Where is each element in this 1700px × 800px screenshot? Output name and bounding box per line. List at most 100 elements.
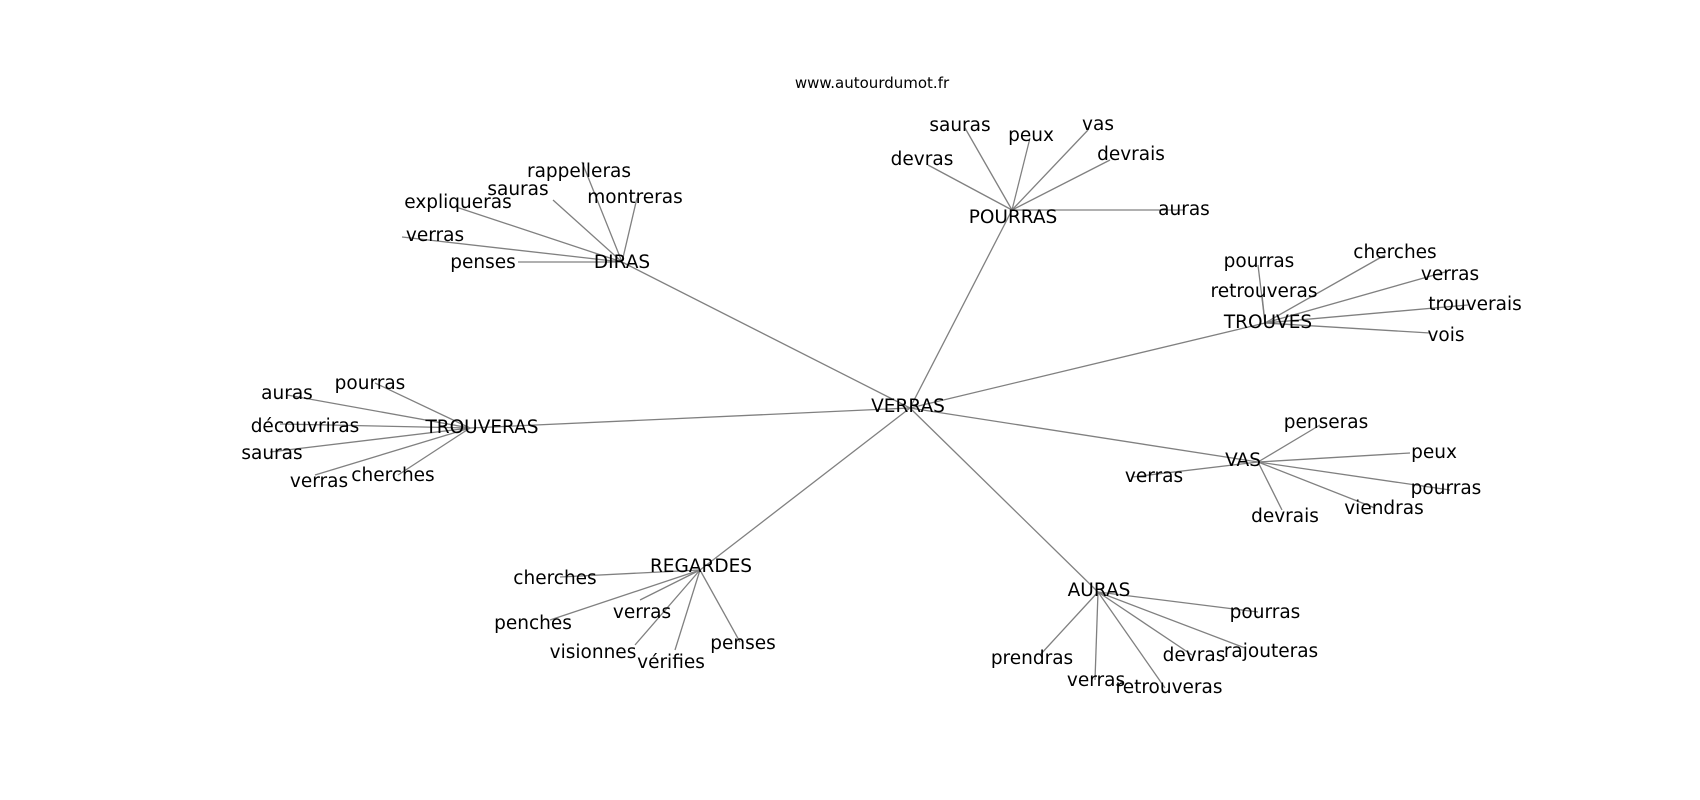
edge-trouveras-leaf (286, 394, 471, 429)
edge-pourras-leaf (1011, 159, 1111, 211)
edge-trouveras-leaf (269, 427, 471, 453)
edge-auras-leaf (1094, 591, 1099, 681)
edge-regardes-leaf (674, 569, 701, 651)
hub-node: TROUVES (1223, 312, 1312, 333)
edge-trouves-leaf (1264, 304, 1469, 324)
edge-vas-leaf (1257, 424, 1321, 463)
leaf-node: sauras (487, 179, 548, 200)
edge-auras-leaf (1097, 591, 1259, 613)
graph-edges (269, 127, 1469, 689)
edge-trouves-leaf (1264, 322, 1431, 334)
leaf-node: verras (613, 602, 671, 623)
leaf-node: cherches (351, 465, 434, 486)
edge-center-diras (621, 261, 911, 409)
edge-diras-leaf (552, 199, 623, 263)
edge-diras-leaf (621, 197, 638, 263)
source-label: www.autourdumot.fr (795, 74, 950, 92)
edge-center-vas (909, 407, 1259, 463)
hub-node: POURRAS (969, 207, 1058, 228)
leaf-node: verras (1421, 264, 1479, 285)
edge-trouveras-leaf (279, 423, 471, 429)
leaf-node: montreras (587, 187, 682, 208)
edge-vas-leaf (1257, 461, 1376, 509)
leaf-node: verras (1067, 670, 1125, 691)
edge-center-regardes (699, 407, 911, 571)
leaf-node: vois (1427, 325, 1464, 346)
leaf-node: vérifies (637, 652, 705, 673)
edge-trouveras-leaf (397, 427, 471, 476)
leaf-node: auras (1158, 199, 1210, 220)
leaf-node: rappelleras (527, 161, 631, 182)
hub-node: TROUVERAS (424, 417, 538, 438)
edge-pourras-leaf (1011, 137, 1031, 211)
hub-node: DIRAS (594, 252, 650, 273)
edge-pourras-leaf (1011, 129, 1089, 211)
leaf-node: découvriras (251, 416, 360, 437)
leaf-node: visionnes (550, 642, 637, 663)
leaf-node: penches (494, 613, 572, 634)
edge-auras-leaf (1097, 591, 1166, 689)
edge-regardes-leaf (639, 569, 701, 601)
edge-diras-leaf (455, 206, 623, 263)
edge-regardes-leaf (549, 569, 701, 621)
leaf-node: retrouveras (1211, 281, 1318, 302)
edge-vas-leaf (1257, 461, 1451, 491)
leaf-node: pourras (335, 373, 406, 394)
edge-trouveras-leaf (314, 427, 471, 476)
leaf-node: devrais (1251, 506, 1319, 527)
hub-node: VAS (1225, 450, 1261, 471)
leaf-node: penses (450, 252, 516, 273)
edge-trouves-leaf (1264, 271, 1446, 324)
leaf-node: penseras (1284, 412, 1368, 433)
leaf-node: penses (710, 633, 776, 654)
edge-diras-leaf (581, 161, 623, 263)
edge-pourras-leaf (964, 127, 1013, 211)
leaf-node: devras (1163, 645, 1226, 666)
edge-vas-leaf (1257, 452, 1411, 463)
leaf-node: devrais (1097, 144, 1165, 165)
leaf-node: cherches (1353, 242, 1436, 263)
leaf-node: retrouveras (1116, 677, 1223, 698)
edge-diras-leaf (401, 236, 623, 263)
hub-node: AURAS (1068, 580, 1131, 601)
leaf-node: pourras (1230, 602, 1301, 623)
leaf-node: expliqueras (404, 192, 511, 213)
leaf-node: sauras (929, 115, 990, 136)
leaf-node: verras (290, 471, 348, 492)
leaf-node: vas (1082, 114, 1114, 135)
leaf-node: cherches (513, 568, 596, 589)
leaf-node: verras (1125, 466, 1183, 487)
leaf-node: verras (406, 225, 464, 246)
edge-center-auras (909, 407, 1099, 593)
edge-pourras-leaf (927, 164, 1013, 211)
hub-node: REGARDES (650, 556, 752, 577)
leaf-node: peux (1411, 442, 1457, 463)
leaf-node: trouverais (1428, 294, 1522, 315)
edge-trouveras-leaf (374, 382, 471, 429)
graph-labels: www.autourdumot.fr VERRAS rappellerassau… (241, 74, 1521, 698)
leaf-node: pourras (1411, 478, 1482, 499)
edge-center-trouveras (469, 407, 911, 429)
edge-center-pourras (909, 209, 1013, 409)
edge-vas-leaf (1131, 461, 1259, 478)
leaf-node: sauras (241, 443, 302, 464)
edge-center-trouves (909, 322, 1266, 409)
edge-trouves-leaf (1264, 254, 1386, 324)
edge-regardes-leaf (634, 569, 701, 646)
leaf-node: pourras (1224, 251, 1295, 272)
leaf-node: auras (261, 383, 313, 404)
edge-vas-leaf (1257, 461, 1283, 511)
edge-auras-leaf (1039, 591, 1099, 656)
edge-trouves-leaf (1261, 294, 1266, 324)
edge-regardes-leaf (559, 569, 701, 578)
edge-regardes-leaf (699, 569, 741, 643)
leaf-node: peux (1008, 125, 1054, 146)
leaf-node: rajouteras (1224, 641, 1318, 662)
edge-auras-leaf (1097, 591, 1246, 649)
leaf-node: devras (891, 149, 954, 170)
center-node: VERRAS (871, 396, 945, 417)
leaf-node: prendras (991, 648, 1073, 669)
leaf-node: viendras (1344, 498, 1424, 519)
edge-auras-leaf (1097, 591, 1193, 656)
